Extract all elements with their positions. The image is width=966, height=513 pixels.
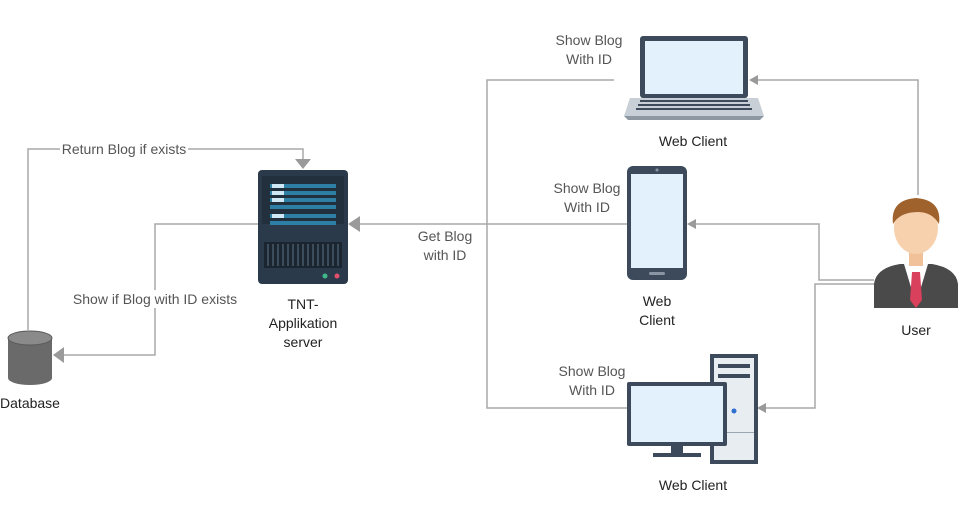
desktop-computer-icon: [627, 354, 758, 464]
database-icon: [7, 330, 53, 385]
server-icon: [258, 170, 348, 284]
node-desktop-client: Web Client: [627, 354, 758, 493]
user-avatar-icon: [874, 198, 958, 308]
label-show-tablet-line1: Show Blog: [554, 180, 621, 196]
node-user: User: [874, 198, 958, 338]
label-get-blog-line1: Get Blog: [418, 228, 472, 244]
node-tablet-client: Web Client: [627, 166, 687, 328]
edge-show-if-exists: [64, 223, 258, 356]
desktop-client-label: Web Client: [659, 477, 727, 493]
tablet-client-label-line2: Client: [639, 312, 675, 328]
label-show-desktop-line1: Show Blog: [559, 363, 626, 379]
server-label-line3: server: [284, 334, 323, 350]
arrowhead-get-blog: [348, 216, 360, 232]
server-label-line2: Applikation: [269, 315, 338, 331]
label-show-laptop-line2: With ID: [566, 51, 612, 67]
laptop-icon: [624, 36, 764, 120]
label-get-blog-line2: with ID: [423, 247, 467, 263]
edge-labels: Return Blog if exists Show if Blog with …: [60, 32, 625, 398]
arrowhead-return-blog: [295, 159, 311, 169]
label-show-desktop-line2: With ID: [569, 382, 615, 398]
node-laptop-client: Web Client: [624, 36, 764, 149]
edge-show-desktop: [766, 283, 874, 409]
arrowhead-show-laptop: [749, 75, 758, 85]
tablet-client-label-line1: Web: [643, 293, 672, 309]
edge-show-tablet: [696, 223, 874, 281]
node-server: TNT- Applikation server: [258, 170, 348, 350]
label-return-blog: Return Blog if exists: [62, 141, 187, 157]
label-show-laptop-line1: Show Blog: [556, 32, 623, 48]
connectors: [27, 75, 919, 413]
label-show-if-exists: Show if Blog with ID exists: [73, 291, 237, 307]
label-bg: [60, 140, 188, 158]
label-show-tablet-line2: With ID: [564, 199, 610, 215]
arrowhead-show-if-exists: [53, 347, 64, 363]
node-database: Database: [0, 330, 60, 411]
server-label-line1: TNT-: [287, 296, 318, 312]
database-label: Database: [0, 395, 60, 411]
laptop-client-label: Web Client: [659, 133, 727, 149]
tablet-icon: [627, 166, 687, 280]
user-label: User: [901, 322, 931, 338]
arrowhead-show-tablet: [687, 219, 696, 229]
edge-show-laptop: [758, 79, 919, 195]
label-bg: [70, 290, 240, 308]
edge-client-trunk: [486, 79, 627, 409]
arrowhead-show-desktop: [757, 403, 766, 413]
